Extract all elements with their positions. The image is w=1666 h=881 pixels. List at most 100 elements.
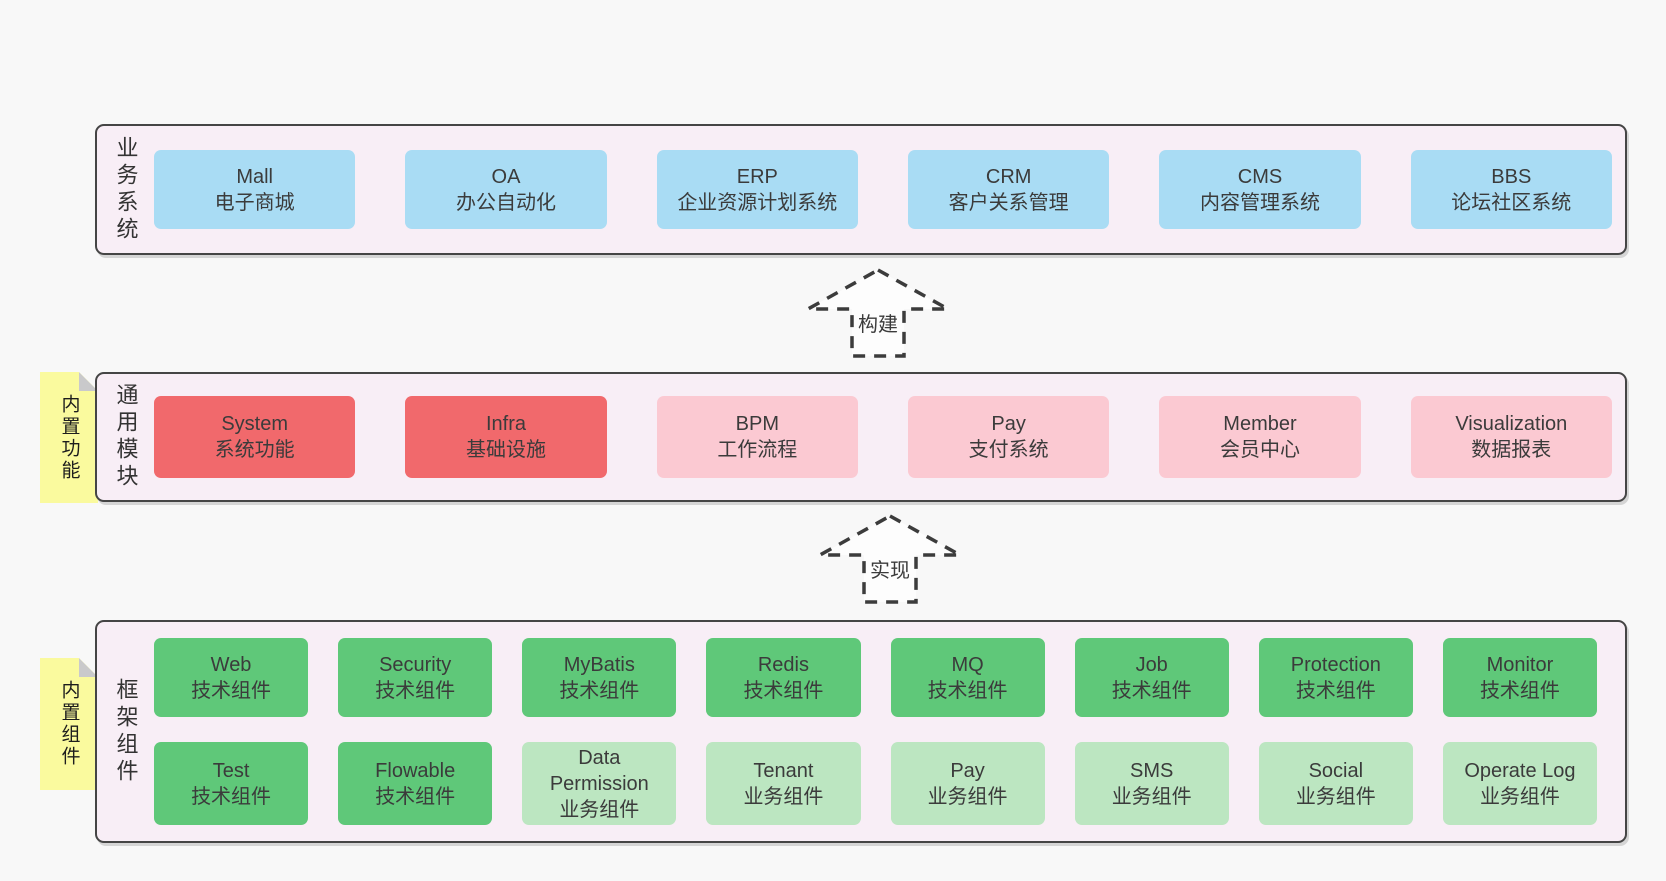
box-label-en: MyBatis — [563, 653, 635, 676]
box-operate-log: Operate Log 业务组件 — [1442, 742, 1597, 825]
box-pay: Pay 业务组件 — [890, 742, 1045, 825]
component-row: Mall 电子商城 OA 办公自动化 ERP 企业资源计划系统 CRM 客户关系管理 CMS 内容… — [154, 150, 1625, 229]
box-label-en: Data Permission — [549, 746, 649, 795]
sticky-note-label: 内置功能 — [58, 393, 80, 482]
box-sms: SMS 业务组件 — [1074, 742, 1229, 825]
box-label-zh: 企业资源计划系统 — [677, 191, 838, 214]
box-job: Job 技术组件 — [1074, 638, 1229, 717]
component-rows: Mall 电子商城 OA 办公自动化 ERP 企业资源计划系统 CRM 客户关系管理 CMS 内容… — [154, 126, 1625, 253]
dashed-up-arrow-build: 构建 — [805, 267, 951, 358]
box-label-en: Redis — [757, 653, 809, 676]
box-visualization: Visualization 数据报表 — [1410, 396, 1612, 478]
box-label-en: Infra — [485, 413, 526, 435]
component-rows: System 系统功能 Infra 基础设施 BPM 工作流程 Pay 支付系统 Member 会… — [154, 374, 1625, 500]
box-social: Social 业务组件 — [1258, 742, 1413, 825]
box-label-zh: 业务组件 — [1111, 785, 1192, 808]
box-label-en: SMS — [1130, 759, 1174, 782]
layer-side-label: 框架组件 — [113, 677, 139, 786]
box-label-en: Job — [1135, 653, 1168, 676]
box-label-en: Visualization — [1455, 413, 1568, 435]
sticky-note-built-in-features: 内置功能 — [40, 372, 98, 503]
component-row: System 系统功能 Infra 基础设施 BPM 工作流程 Pay 支付系统 Member 会… — [154, 396, 1625, 478]
box-mall: Mall 电子商城 — [154, 150, 356, 229]
box-label-zh: 办公自动化 — [455, 191, 556, 214]
box-label-en: Tenant — [753, 759, 814, 782]
box-label-zh: 会员中心 — [1219, 439, 1300, 461]
box-label-en: BBS — [1491, 165, 1532, 188]
box-label-en: Monitor — [1486, 653, 1554, 676]
layer-side-label: 业务系统 — [113, 135, 139, 244]
box-crm: CRM 客户关系管理 — [907, 150, 1110, 229]
box-label-en: Pay — [950, 759, 985, 782]
box-label-zh: 电子商城 — [214, 191, 295, 214]
box-label-en: OA — [491, 165, 521, 188]
box-bbs: BBS 论坛社区系统 — [1410, 150, 1612, 229]
layer-side-label: 通用模块 — [113, 383, 139, 491]
box-label-zh: 业务组件 — [743, 785, 824, 808]
arrow-label: 实现 — [870, 559, 910, 582]
sticky-note-built-in-components: 内置组件 — [40, 658, 98, 790]
box-oa: OA 办公自动化 — [405, 150, 607, 229]
box-member: Member 会员中心 — [1159, 396, 1361, 478]
box-bpm: BPM 工作流程 — [656, 396, 858, 478]
box-label-zh: 技术组件 — [1111, 679, 1192, 702]
box-label-zh: 业务组件 — [1479, 785, 1560, 808]
box-label-zh: 业务组件 — [1295, 785, 1376, 808]
box-label-en: Member — [1223, 413, 1297, 435]
box-label-en: BPM — [735, 413, 779, 435]
box-label-zh: 工作流程 — [717, 439, 798, 461]
box-label-en: CMS — [1237, 165, 1283, 188]
arrow-label-backing — [867, 555, 913, 587]
box-label-en: Test — [212, 759, 250, 782]
box-label-en: Flowable — [375, 759, 456, 782]
box-label-zh: 技术组件 — [1295, 679, 1376, 702]
box-label-zh: 技术组件 — [191, 785, 272, 808]
layer-common-modules: 通用模块 System 系统功能 Infra 基础设施 BPM 工作流程 Pay 支付系统 Me… — [95, 372, 1627, 502]
box-pay: Pay 支付系统 — [907, 396, 1110, 478]
box-redis: Redis 技术组件 — [706, 638, 861, 717]
box-tenant: Tenant 业务组件 — [706, 742, 861, 825]
box-label-zh: 内容管理系统 — [1199, 191, 1320, 214]
box-label-zh: 技术组件 — [1479, 679, 1560, 702]
arrow-label: 构建 — [858, 313, 898, 336]
box-label-zh: 论坛社区系统 — [1451, 191, 1572, 214]
box-label-en: Social — [1308, 759, 1364, 782]
box-label-en: Operate Log — [1464, 759, 1576, 782]
box-label-en: CRM — [985, 165, 1032, 188]
box-label-zh: 技术组件 — [375, 785, 456, 808]
box-flowable: Flowable 技术组件 — [338, 742, 493, 825]
box-label-zh: 数据报表 — [1471, 439, 1552, 461]
box-label-zh: 支付系统 — [968, 439, 1049, 461]
box-label-en: Security — [379, 653, 452, 676]
box-protection: Protection 技术组件 — [1258, 638, 1413, 717]
box-label-zh: 系统功能 — [214, 439, 295, 461]
box-label-en: Web — [210, 653, 252, 676]
box-label-en: System — [221, 413, 288, 435]
box-label-zh: 客户关系管理 — [948, 191, 1069, 214]
sticky-note-label: 内置组件 — [58, 680, 80, 768]
box-cms: CMS 内容管理系统 — [1159, 150, 1361, 229]
box-label-zh: 技术组件 — [743, 679, 824, 702]
box-label-zh: 技术组件 — [927, 679, 1008, 702]
layer-business-systems: 业务系统 Mall 电子商城 OA 办公自动化 ERP 企业资源计划系统 CRM 客户关系管理… — [95, 124, 1627, 255]
box-label-zh: 技术组件 — [559, 679, 640, 702]
dashed-up-arrow-implement: 实现 — [817, 513, 963, 604]
box-label-en: ERP — [736, 165, 778, 188]
box-label-zh: 基础设施 — [465, 439, 546, 461]
box-mybatis: MyBatis 技术组件 — [522, 638, 677, 717]
box-erp: ERP 企业资源计划系统 — [656, 150, 858, 229]
box-label-zh: 业务组件 — [927, 785, 1008, 808]
box-label-en: Mall — [236, 165, 273, 188]
box-label-en: Pay — [991, 413, 1026, 435]
box-system: System 系统功能 — [154, 396, 356, 478]
box-label-en: Protection — [1290, 653, 1381, 676]
box-test: Test 技术组件 — [154, 742, 309, 825]
